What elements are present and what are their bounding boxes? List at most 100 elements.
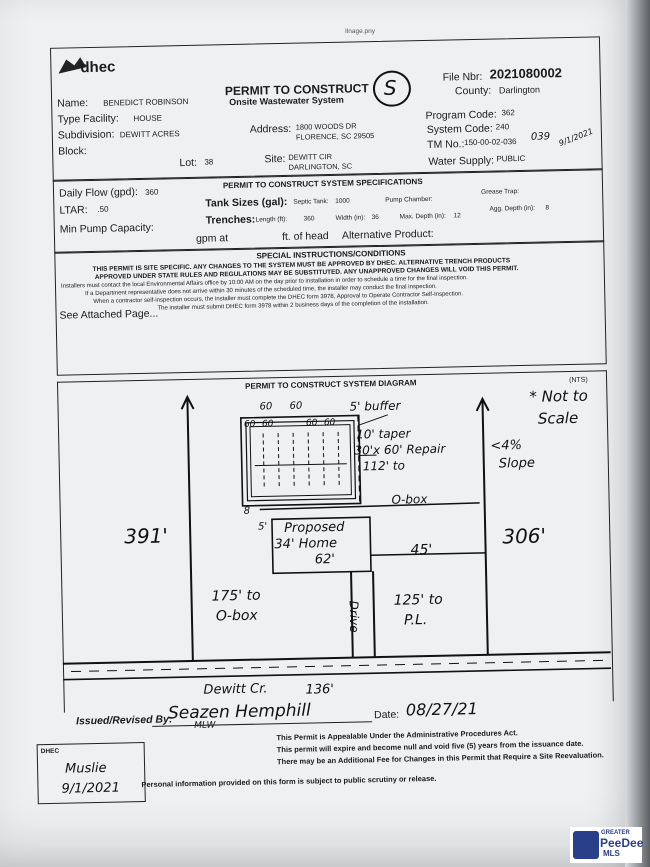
max-depth-label: Max. Depth (in): [399,212,446,221]
lot-label: Lot: [179,156,198,170]
dim-391: 391' [123,523,169,549]
program-code-value: 362 [501,108,515,118]
ltar-value: .50 [97,204,109,214]
dim-60-left-b: 60 [261,419,274,430]
right-dist-1: 125' to [393,591,443,609]
address-line2: FLORENCE, SC 29505 [295,131,375,142]
revision-date: 9/1/2021 [61,780,121,797]
home-label-3: 62' [314,551,336,568]
length-label: Length (ft): [255,215,288,224]
address-line1: 1800 WOODS DR [295,121,357,132]
dim-306: 306' [502,523,547,549]
site-label: Site: [264,152,286,166]
lot-value: 38 [204,157,214,167]
see-attached: See Attached Page... [59,307,159,322]
dim-8: 8 [243,505,251,517]
name-label: Name: [57,97,89,110]
water-supply-label: Water Supply: [428,154,495,168]
grease-trap-label: Grease Trap: [481,188,520,196]
drive-label: Drive [346,600,362,633]
issued-signature: Seazen Hemphill [167,700,311,724]
dim-60-top-b: 60 [289,400,303,412]
name-value: BENEDICT ROBINSON [103,96,189,108]
dhec-form-label: DHEC [40,747,60,756]
dim-60-top-a: 60 [259,401,273,413]
daily-flow-value: 360 [144,187,159,197]
max-depth-value: 12 [453,212,461,220]
paper-edge-shadow [625,0,650,867]
head-label: ft. of head [281,230,329,244]
taper-note: 10' taper [356,426,411,442]
dim-45: 45' [410,541,433,559]
right-dist-2: P.L. [403,612,428,629]
stamp-letter: S [383,75,397,100]
slope-percent: <4% [490,438,523,454]
system-code-label: System Code: [426,122,493,136]
dhec-logo [56,53,103,82]
home-label-1: Proposed [283,519,345,537]
site-line1: DEWITT CIR [288,151,333,162]
gpm-label: gpm at [195,232,229,245]
county-value: Darlington [498,84,541,96]
site-diagram [56,394,612,681]
scale-note: Scale [537,408,579,428]
water-supply-value: PUBLIC [496,153,526,164]
tm-value: 150-00-02-036 [463,137,517,148]
not-to-note: * Not to [529,386,588,406]
subdivision-label: Subdivision: [57,128,115,142]
watermark-mls: MLS [603,849,620,858]
watermark-greater: GREATER [601,830,630,836]
alternative-product-label: Alternative Product: [341,227,434,242]
revision-signature: Muslie [64,760,107,777]
block-label: Block: [58,145,87,158]
file-number: 2021080002 [489,65,563,82]
date-label: Date: [373,708,400,722]
agg-depth-label: Agg. Depth (in): [489,204,536,213]
dim-60-right-b: 60 [323,417,336,429]
county-label: County: [454,84,492,98]
slope-label: Slope [498,455,536,472]
pump-chamber-label: Pump Chamber: [385,195,433,204]
address-label: Address: [249,122,292,136]
date-value: 08/27/21 [405,699,478,720]
repair-note: 30'x 60' Repair [354,441,446,458]
dim-60-right-a: 60 [305,418,318,429]
home-label-2: 34' Home [274,535,338,553]
tank-sizes-label: Tank Sizes (gal): [205,195,288,210]
agency-name: dhec [80,58,116,77]
to-obox-note-1: 112' to [362,458,406,474]
file-number-label: File Nbr: [442,70,483,84]
length-value: 360 [303,215,315,223]
min-pump-label: Min Pump Capacity: [59,221,154,236]
top-filename: Ilnage.pny [345,28,375,35]
dim-60-left-a: 60 [243,419,256,430]
mls-logo-icon [573,831,599,859]
to-obox-note-2: O-box [391,492,428,507]
permit-form: dhec PERMIT TO CONSTRUCT Onsite Wastewat… [36,36,618,808]
dim-5: 5' [257,521,268,533]
personal-info-text: Personal information provided on this fo… [141,773,437,790]
septic-value: 1000 [335,197,350,205]
width-value: 36 [371,213,379,222]
width-label: Width (in): [335,214,366,222]
type-value: HOUSE [133,113,163,124]
tm-label: TM No.: [426,138,465,151]
tm-handwritten: 039 [530,131,551,143]
trenches-label: Trenches: [205,213,256,227]
program-code-label: Program Code: [425,108,497,122]
peedee-mls-watermark: GREATER PeeDee MLS [570,827,644,863]
daily-flow-label: Daily Flow (gpd): [58,186,138,200]
septic-label: Septic Tank: [293,198,329,206]
subdivision-value: DEWITT ACRES [119,129,180,140]
buffer-note: 5' buffer [349,398,401,414]
type-label: Type Facility: [57,112,119,126]
site-line2: DARLINGTON, SC [288,161,353,172]
street-name: Dewitt Cr. [203,681,268,698]
left-dist-2: O-box [215,607,258,625]
system-code-value: 240 [495,122,510,132]
street-dimension: 136' [305,682,335,698]
left-dist-1: 175' to [211,587,261,605]
agg-depth-value: 8 [545,204,550,212]
ltar-label: LTAR: [59,204,88,217]
watermark-peedee: PeeDee [600,836,644,850]
